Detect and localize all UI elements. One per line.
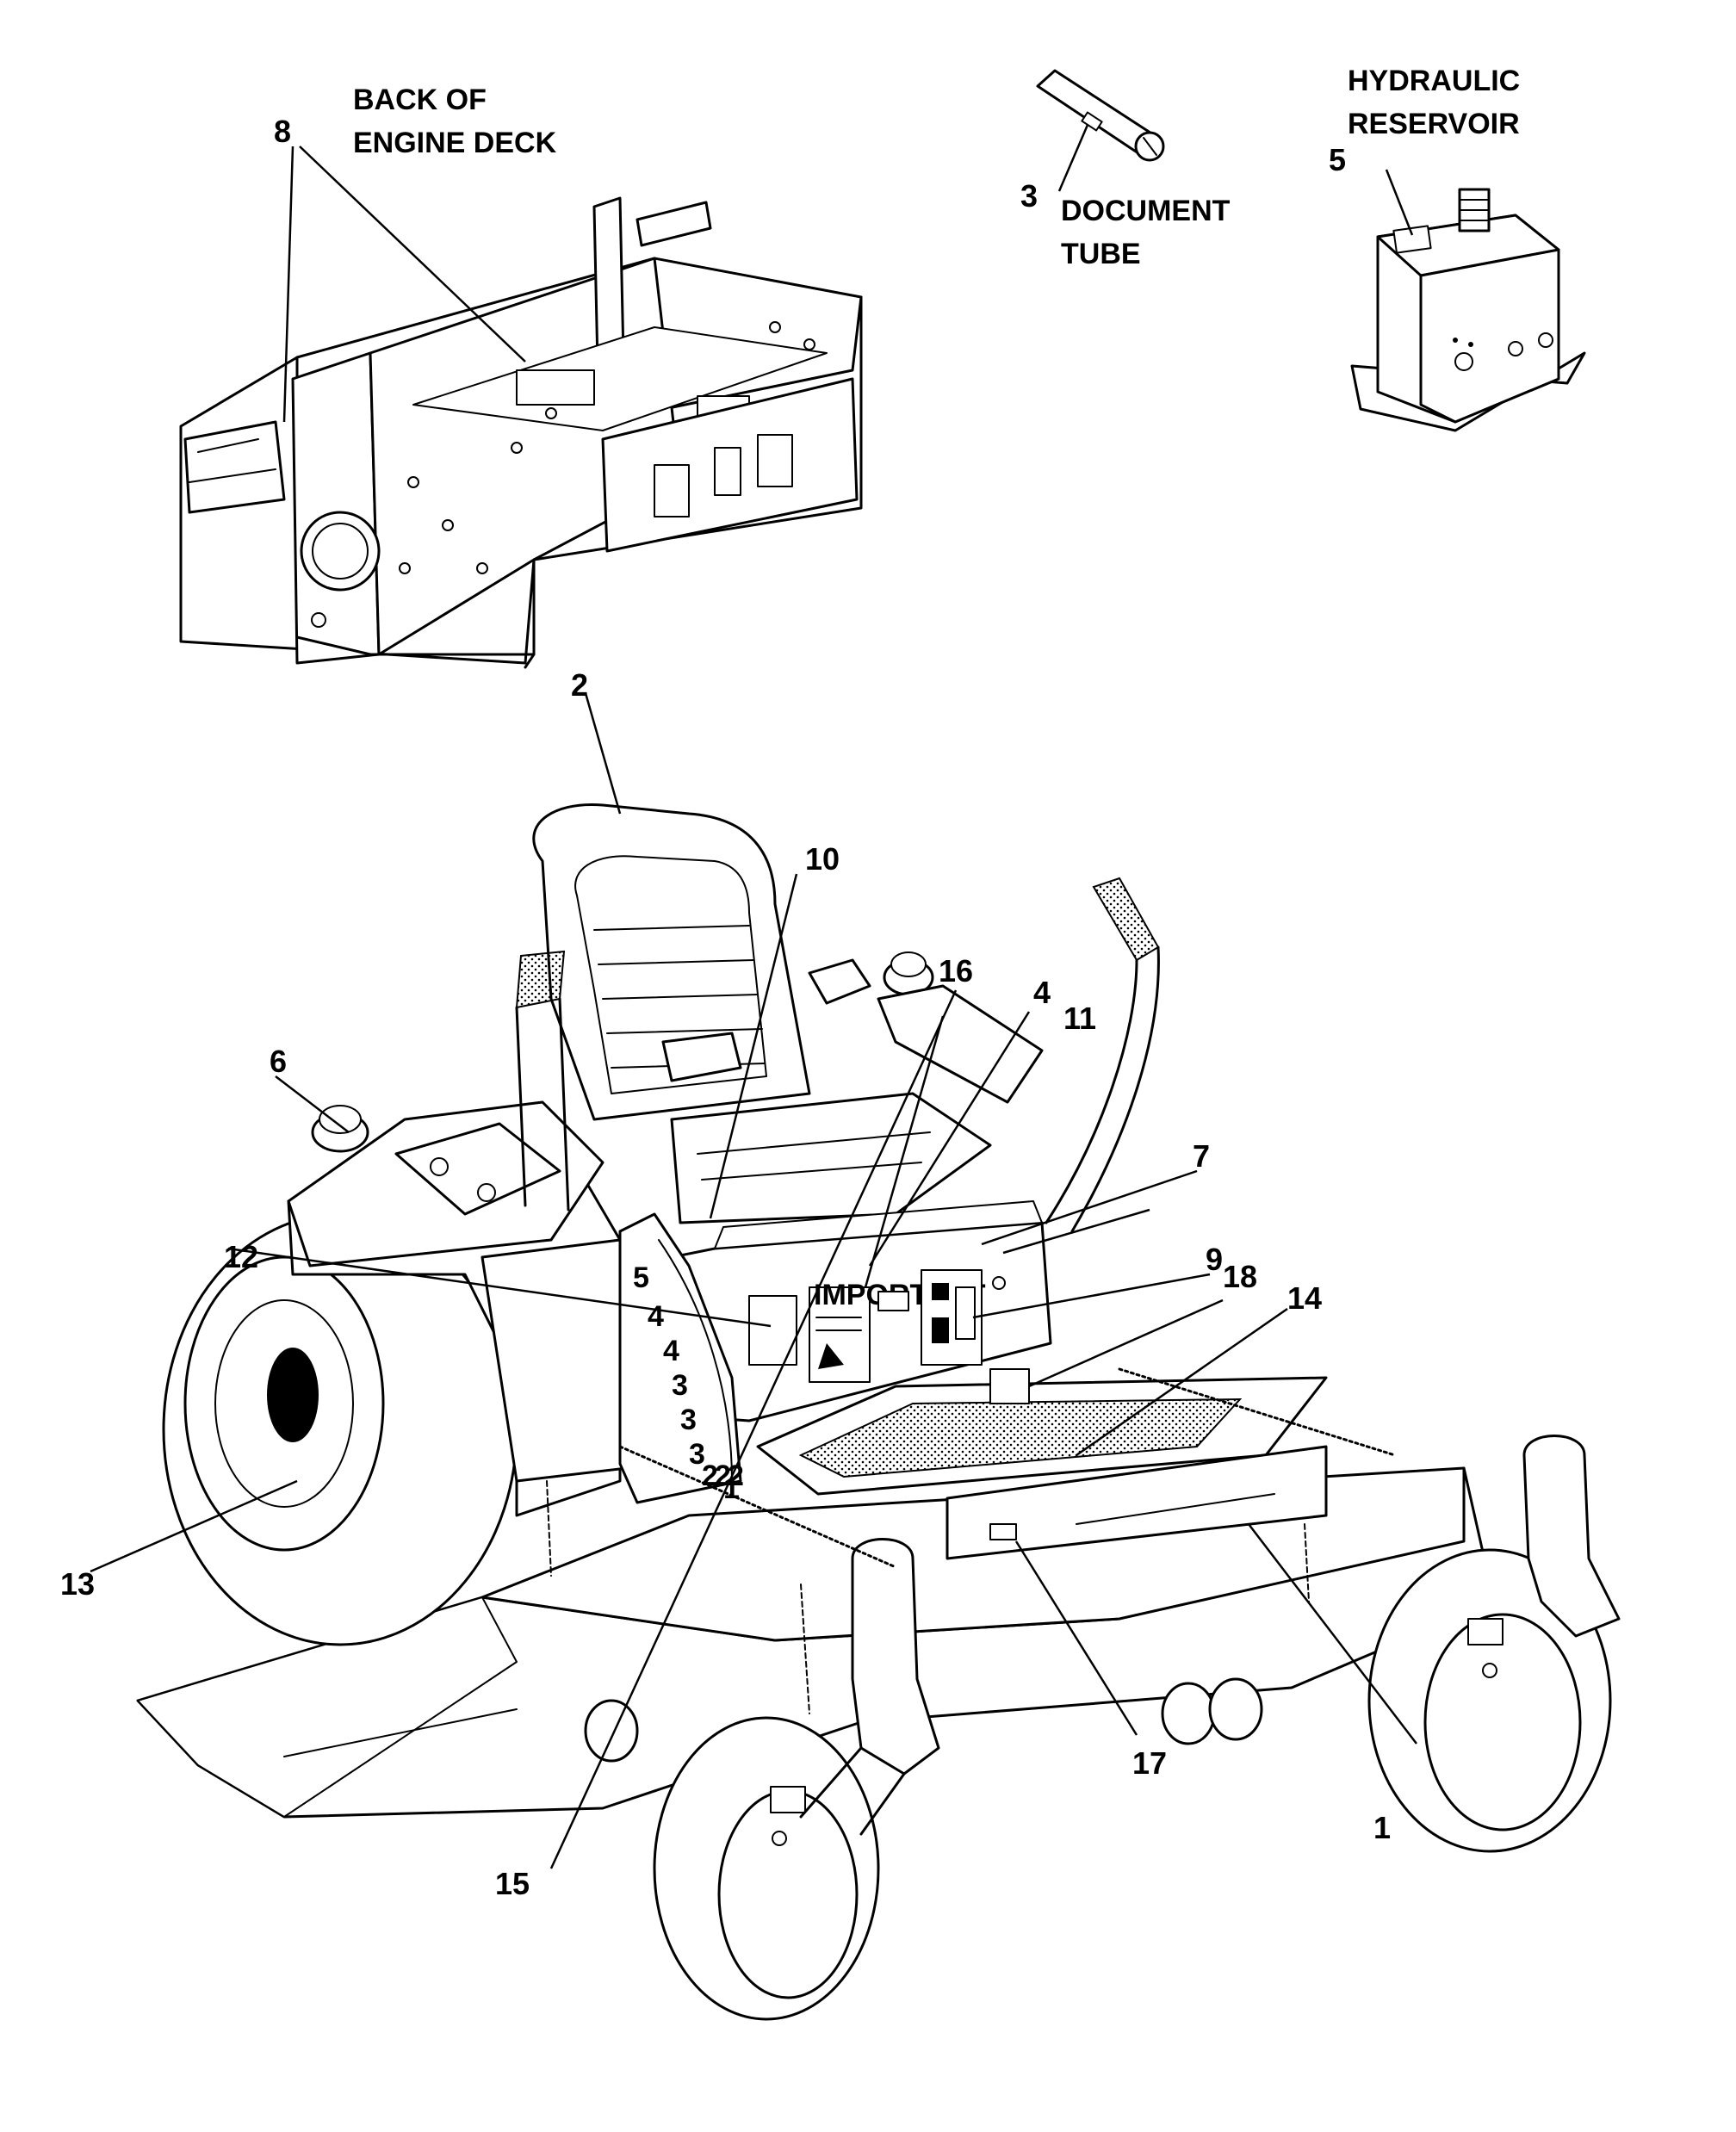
scale-mark-3a: 3	[672, 1369, 688, 1402]
scale-mark-3b: 3	[680, 1404, 697, 1436]
scale-mark-4a: 4	[648, 1300, 664, 1333]
callout-8: 8	[274, 114, 291, 149]
scale-mark-3c: 3	[689, 1438, 705, 1471]
caption-hydraulic: HYDRAULIC	[1348, 65, 1520, 97]
callout-15: 15	[495, 1866, 530, 1901]
leader-lines	[90, 124, 1417, 1869]
scale-mark-2c: 2	[728, 1460, 744, 1492]
engine-deck-illustration	[179, 196, 863, 669]
scale-mark-2b: 2	[715, 1460, 731, 1492]
callout-2: 2	[571, 667, 588, 703]
scale-mark-5: 5	[633, 1261, 649, 1294]
caption-back-of: BACK OF	[353, 84, 487, 116]
callout-5: 5	[1329, 142, 1346, 177]
callout-1: 1	[1373, 1810, 1391, 1845]
caption-reservoir: RESERVOIR	[1348, 108, 1520, 140]
callout-11: 11	[1063, 1001, 1096, 1036]
callout-14: 14	[1287, 1280, 1322, 1316]
callout-16: 16	[939, 953, 973, 989]
callout-7: 7	[1193, 1138, 1210, 1174]
mower-illustration: 5 4 4 3 3 3 2 2 2 1 IMPORTANT	[136, 803, 1621, 2021]
callout-9: 9	[1206, 1242, 1223, 1277]
callout-6: 6	[270, 1044, 287, 1079]
document-tube-illustration	[1036, 69, 1165, 162]
callout-4: 4	[1033, 975, 1051, 1010]
caption-tube: TUBE	[1061, 238, 1141, 270]
hydraulic-reservoir-illustration	[1350, 188, 1586, 432]
callout-13: 13	[60, 1566, 95, 1602]
callout-18: 18	[1223, 1259, 1257, 1294]
callout-17: 17	[1132, 1745, 1167, 1781]
captions: BACK OF ENGINE DECK DOCUMENT TUBE HYDRAU…	[353, 65, 1520, 270]
callout-3: 3	[1020, 178, 1038, 214]
callout-numbers: 1 2 3 4 5 6 7 8 9 10 11 12 13 14 15 16 1…	[60, 114, 1391, 1901]
scale-mark-4b: 4	[663, 1335, 679, 1367]
callout-12: 12	[224, 1239, 258, 1274]
caption-document: DOCUMENT	[1061, 195, 1231, 227]
callout-10: 10	[805, 841, 840, 877]
caption-engine-deck: ENGINE DECK	[353, 127, 557, 159]
